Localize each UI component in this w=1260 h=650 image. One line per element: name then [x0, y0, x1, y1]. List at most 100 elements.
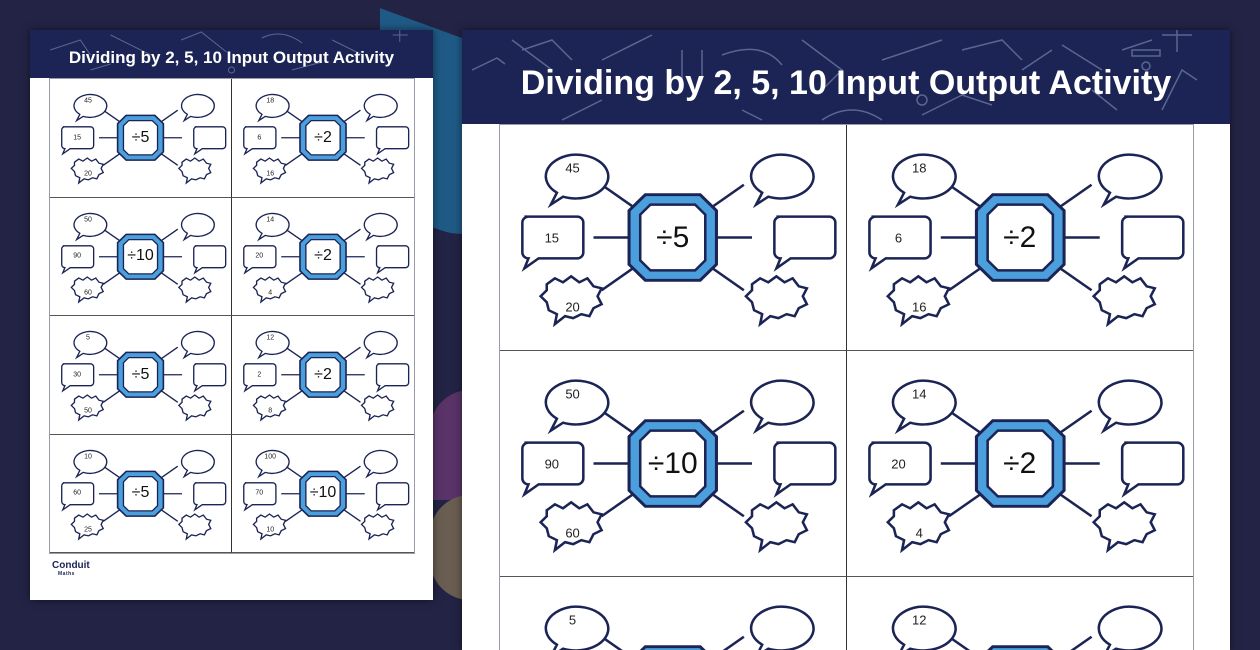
conduit-maths-logo: Conduit Maths: [52, 560, 90, 577]
speech-bubble-rect-icon: [61, 126, 95, 156]
input-top: 45: [565, 160, 580, 176]
input-top: 18: [912, 160, 927, 176]
speech-bubble-rect-icon: [1120, 441, 1185, 498]
input-mid: 2: [257, 371, 262, 379]
speech-bubble-rect-icon: [375, 244, 410, 275]
speech-bubble-spiky-icon: [70, 394, 105, 422]
speech-bubble-oval-icon: [255, 93, 290, 123]
speech-bubble-rect-icon: [193, 126, 227, 156]
input-top: 50: [565, 386, 580, 402]
division-operator: ÷5: [656, 220, 690, 254]
input-top: 10: [84, 453, 92, 461]
octagon-operator-icon: [299, 233, 347, 280]
input-top: 12: [266, 334, 275, 342]
worksheet-cell: 5 30 50 ÷5: [500, 577, 847, 650]
worksheet-zoomed-view: Dividing by 2, 5, 10 Input Output Activi…: [462, 30, 1230, 650]
speech-bubble-oval-icon: [1097, 379, 1163, 435]
octagon-operator-icon: [627, 419, 718, 508]
input-bot: 16: [266, 170, 275, 178]
cell-diagram: [544, 605, 815, 650]
division-operator: ÷5: [131, 128, 150, 146]
speech-bubble-oval-icon: [363, 93, 398, 123]
worksheet-cell: 45 15 20 ÷5: [500, 125, 847, 351]
speech-bubble-oval-icon: [363, 449, 398, 478]
speech-bubble-rect-icon: [375, 481, 410, 512]
input-top: 12: [912, 612, 927, 628]
input-top: 18: [266, 97, 275, 105]
input-bot: 8: [268, 407, 273, 415]
doodle-background-icon: [471, 30, 1198, 121]
speech-bubble-rect-icon: [61, 481, 95, 512]
speech-bubble-spiky-icon: [360, 275, 395, 304]
cell-diagram: [867, 153, 1185, 328]
speech-bubble-spiky-icon: [177, 394, 212, 422]
cell-diagram: [243, 212, 410, 304]
speech-bubble-rect-icon: [867, 441, 932, 498]
input-top: 5: [86, 334, 90, 342]
octagon-operator-icon: [627, 193, 718, 282]
speech-bubble-spiky-icon: [360, 157, 395, 185]
speech-bubble-spiky-icon: [360, 512, 395, 541]
speech-bubble-oval-icon: [255, 449, 290, 478]
cell-diagram: [61, 93, 227, 185]
speech-bubble-spiky-icon: [252, 394, 287, 422]
speech-bubble-rect-icon: [773, 215, 837, 272]
speech-bubble-spiky-icon: [538, 274, 604, 328]
worksheet-cell: 5 30 50 ÷5: [50, 316, 232, 435]
input-top: 14: [266, 216, 275, 224]
input-top: 5: [568, 612, 577, 628]
input-mid: 60: [73, 489, 82, 497]
cell-diagram: [243, 93, 410, 185]
worksheet-header: Dividing by 2, 5, 10 Input Output Activi…: [30, 30, 433, 78]
worksheet-cell: 10 60 25 ÷5: [50, 434, 232, 553]
speech-bubble-oval-icon: [1097, 605, 1163, 650]
speech-bubble-oval-icon: [73, 449, 108, 478]
speech-bubble-rect-icon: [243, 244, 277, 275]
speech-bubble-oval-icon: [255, 330, 290, 360]
octagon-operator-icon: [299, 351, 347, 398]
worksheet-cell: 45 15 20 ÷5: [50, 79, 232, 198]
cell-diagram: [61, 449, 227, 541]
brand-sub: Maths: [58, 571, 75, 577]
speech-bubble-oval-icon: [73, 93, 108, 123]
speech-bubble-oval-icon: [255, 212, 290, 241]
speech-bubble-oval-icon: [544, 605, 610, 650]
speech-bubble-spiky-icon: [177, 157, 212, 185]
speech-bubble-spiky-icon: [70, 275, 105, 304]
input-bot: 10: [266, 526, 275, 534]
speech-bubble-rect-icon: [193, 363, 227, 393]
input-bot: 16: [912, 299, 927, 315]
division-operator: ÷2: [1003, 446, 1037, 480]
division-operator: ÷10: [309, 484, 337, 502]
octagon-operator-icon: [299, 114, 347, 161]
speech-bubble-rect-icon: [243, 481, 277, 512]
octagon-operator-icon: [974, 419, 1066, 508]
input-mid: 90: [73, 252, 82, 260]
input-bot: 25: [84, 526, 92, 534]
speech-bubble-rect-icon: [243, 126, 277, 156]
speech-bubble-rect-icon: [243, 363, 277, 393]
cell-diagram: [61, 330, 227, 422]
division-operator: ÷10: [647, 446, 698, 480]
cell-diagram: [243, 330, 410, 422]
speech-bubble-spiky-icon: [360, 394, 395, 422]
input-mid: 30: [73, 371, 82, 379]
cell-diagram: [867, 379, 1185, 554]
division-operator: ÷5: [131, 484, 150, 502]
speech-bubble-spiky-icon: [885, 500, 951, 554]
input-mid: 15: [544, 230, 560, 245]
speech-bubble-rect-icon: [1120, 215, 1185, 272]
division-operator: ÷2: [314, 128, 332, 146]
input-mid: 6: [894, 230, 903, 245]
speech-bubble-spiky-icon: [70, 157, 105, 185]
speech-bubble-oval-icon: [180, 330, 215, 360]
input-bot: 4: [915, 525, 923, 541]
input-mid: 6: [257, 134, 262, 142]
speech-bubble-rect-icon: [375, 126, 410, 156]
worksheet-cell: 12 2 8 ÷2: [232, 316, 414, 435]
cell-diagram: [243, 449, 410, 541]
speech-bubble-oval-icon: [73, 330, 108, 360]
speech-bubble-oval-icon: [891, 379, 957, 435]
speech-bubble-oval-icon: [180, 93, 215, 123]
speech-bubble-spiky-icon: [1091, 274, 1157, 328]
